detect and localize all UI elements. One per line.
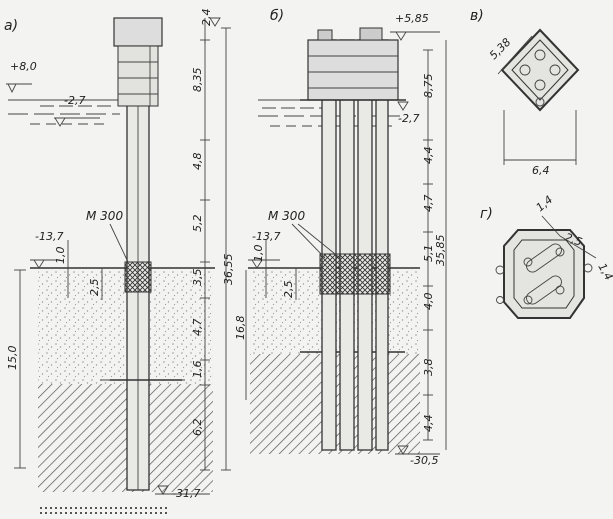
svg-text:3,5: 3,5 xyxy=(191,269,204,287)
svg-text:-13,7: -13,7 xyxy=(252,230,280,243)
svg-text:1,0: 1,0 xyxy=(54,247,67,265)
marker-m300-b: М 300 xyxy=(268,209,305,223)
pile-section-g xyxy=(495,229,593,319)
svg-text:6,2: 6,2 xyxy=(191,419,204,437)
figure-g: г) 1,4 2,5 1,4 xyxy=(480,193,613,319)
pile-a-cap xyxy=(113,17,163,107)
svg-text:36,55: 36,55 xyxy=(222,254,235,286)
svg-text:4,8: 4,8 xyxy=(191,153,204,171)
svg-text:1,0: 1,0 xyxy=(252,245,265,263)
svg-text:4,7: 4,7 xyxy=(191,319,204,337)
dim-a-g: 1,4 xyxy=(534,193,556,214)
marker-m300-a: М 300 xyxy=(86,209,123,223)
svg-text:8,75: 8,75 xyxy=(422,74,435,99)
clay-layer xyxy=(38,384,213,492)
figure-v: в) 5,38 6,4 xyxy=(470,8,580,177)
figure-a-label: а) xyxy=(4,18,18,34)
svg-text:4,4: 4,4 xyxy=(422,147,435,165)
svg-text:4,0: 4,0 xyxy=(422,293,435,311)
svg-text:1,6: 1,6 xyxy=(191,361,204,379)
dims-left-b: 1,0 2,5 16,8 xyxy=(234,240,297,400)
svg-text:16,8: 16,8 xyxy=(234,316,247,341)
figure-b: б) +5,85 xyxy=(234,8,447,467)
svg-text:2,5: 2,5 xyxy=(88,279,101,297)
svg-text:8,35: 8,35 xyxy=(191,68,204,93)
level-water-b: -2,7 xyxy=(397,101,419,125)
dims-right-a: 2,4 8,35 4,8 5,2 3,5 4,7 1,6 6,2 36,55 xyxy=(191,9,235,471)
svg-text:-13,7: -13,7 xyxy=(35,230,63,243)
svg-text:3,8: 3,8 xyxy=(422,359,435,377)
level-top-a: +8,0 xyxy=(6,60,37,94)
svg-text:2,5: 2,5 xyxy=(282,281,295,299)
level-ground-a: -13,7 xyxy=(30,230,63,269)
svg-text:-2,7: -2,7 xyxy=(398,112,419,125)
dims-left-a: 1,0 2,5 15,0 xyxy=(6,240,103,469)
level-ground-b: -13,7 xyxy=(248,230,280,269)
svg-text:-2,7: -2,7 xyxy=(64,94,85,107)
dim-b-g: 2,5 xyxy=(563,231,584,249)
level-water-a: -2,7 xyxy=(54,94,100,127)
pile-group-b xyxy=(319,39,391,451)
svg-text:4,4: 4,4 xyxy=(422,415,435,433)
svg-text:+5,85: +5,85 xyxy=(395,12,429,25)
bottom-ground xyxy=(40,507,170,514)
svg-text:5,1: 5,1 xyxy=(422,245,435,263)
svg-text:+8,0: +8,0 xyxy=(10,60,37,73)
figure-b-label: б) xyxy=(270,8,284,24)
svg-text:-31,7: -31,7 xyxy=(172,487,200,500)
figure-a: а) +8 xyxy=(4,9,235,514)
pile-a-joint xyxy=(124,261,152,293)
svg-text:-30,5: -30,5 xyxy=(410,454,438,467)
dims-right-b: 8,75 4,4 4,7 5,1 4,0 3,8 4,4 35,85 xyxy=(422,40,447,450)
svg-text:2,4: 2,4 xyxy=(200,9,213,27)
level-bottom-b: -30,5 xyxy=(395,445,440,467)
figure-v-label: в) xyxy=(470,8,484,24)
width-dim-v: 6,4 xyxy=(503,110,577,177)
level-bottom-a: -31,7 xyxy=(155,485,210,500)
svg-text:6,4: 6,4 xyxy=(532,164,550,177)
svg-text:4,7: 4,7 xyxy=(422,195,435,213)
diag-dim-v: 5,38 xyxy=(487,36,514,63)
level-top-b: +5,85 xyxy=(390,12,440,41)
svg-text:5,2: 5,2 xyxy=(191,215,204,233)
pile-group-b-cap xyxy=(300,27,406,101)
pile-section-v xyxy=(500,28,580,112)
svg-text:15,0: 15,0 xyxy=(6,346,19,371)
water-surface xyxy=(8,99,120,125)
svg-text:35,85: 35,85 xyxy=(434,235,447,267)
figure-g-label: г) xyxy=(480,206,493,222)
dim-c-g: 1,4 xyxy=(595,261,613,283)
